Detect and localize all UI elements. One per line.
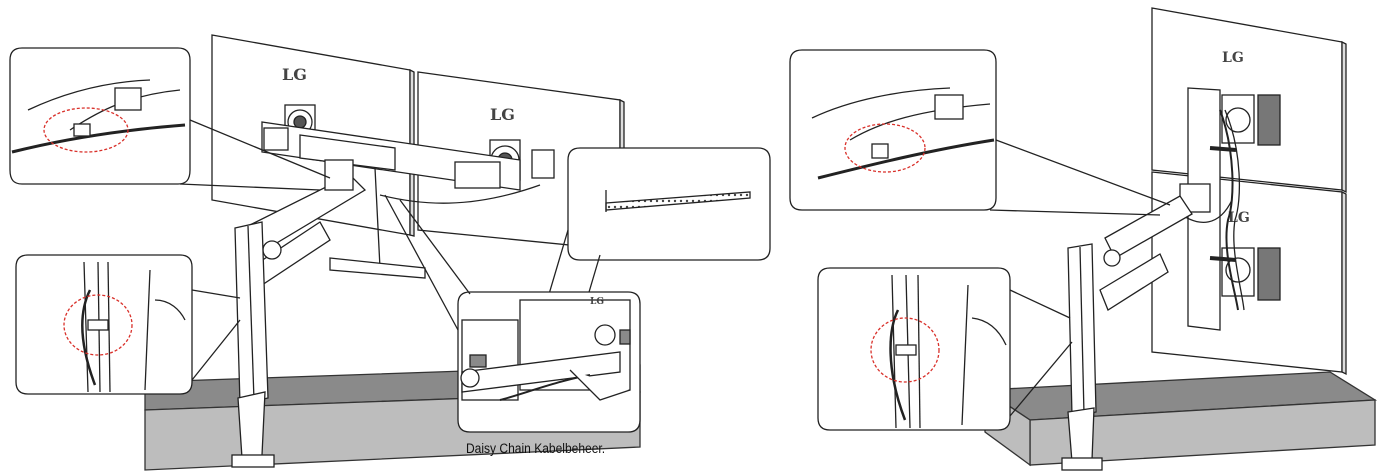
arm-left bbox=[249, 159, 367, 287]
callout-connector-right bbox=[789, 49, 1171, 216]
crossbar-left bbox=[261, 121, 541, 279]
callout-connector-left bbox=[9, 47, 331, 191]
lg-logo: LG bbox=[1228, 210, 1250, 226]
lg-logo: LG bbox=[1222, 50, 1244, 66]
callout-daisy-chain-detail: LG bbox=[384, 194, 641, 433]
pole-left bbox=[231, 221, 275, 468]
right-illustration: LG LG bbox=[789, 7, 1378, 471]
diagram-caption: Daisy Chain Kabelbeheer. bbox=[466, 440, 605, 456]
arm-right bbox=[1099, 183, 1211, 311]
desk-right bbox=[983, 371, 1378, 467]
monitor-right-top: LG bbox=[1151, 7, 1347, 194]
callout-pole-right bbox=[817, 267, 1073, 431]
lg-logo: LG bbox=[590, 297, 604, 307]
left-illustration: LG LG bbox=[9, 34, 771, 471]
lg-logo: LG bbox=[490, 105, 515, 124]
pole-right bbox=[1061, 243, 1103, 471]
callout-pole-left bbox=[15, 254, 241, 395]
lg-logo: LG bbox=[282, 65, 307, 84]
